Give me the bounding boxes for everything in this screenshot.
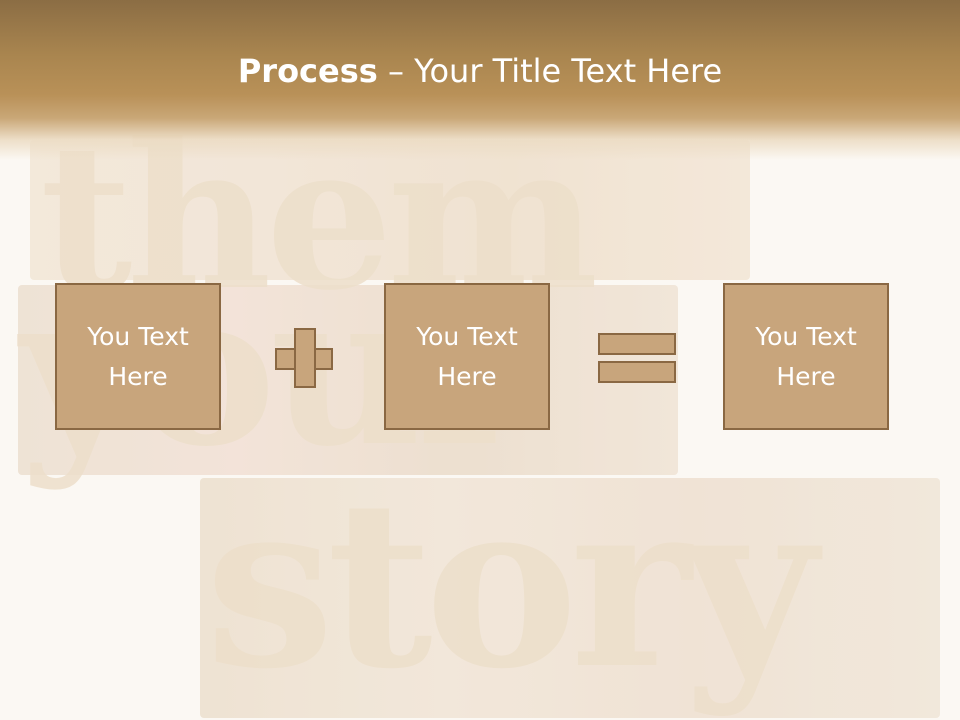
background-word-story: story xyxy=(205,450,817,720)
title-rest: – Your Title Text Here xyxy=(377,52,723,90)
title-band xyxy=(0,0,960,160)
slide-title[interactable]: Process – Your Title Text Here xyxy=(0,52,960,90)
text-box-2-label: You Text Here xyxy=(416,321,518,391)
text-box-2[interactable]: You Text Here xyxy=(384,283,550,430)
text-box-3-label: You Text Here xyxy=(755,321,857,391)
text-box-3[interactable]: You Text Here xyxy=(723,283,889,430)
text-box-1[interactable]: You Text Here xyxy=(55,283,221,430)
title-bold: Process xyxy=(237,52,378,90)
text-box-1-label: You Text Here xyxy=(87,321,189,391)
